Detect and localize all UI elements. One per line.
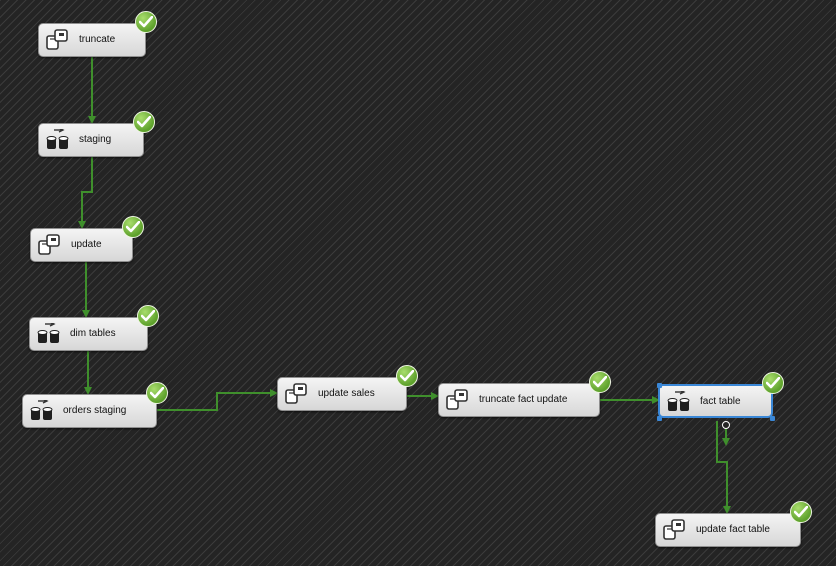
execute-sql-task-icon <box>46 29 70 51</box>
resize-handle[interactable] <box>770 416 775 421</box>
task-label: orders staging <box>63 405 127 416</box>
success-check-icon <box>790 501 812 523</box>
success-check-icon <box>135 11 157 33</box>
task-update-fact-table[interactable]: update fact table <box>655 513 801 547</box>
task-fact-table[interactable]: fact table <box>657 383 775 421</box>
resize-handle[interactable] <box>657 416 662 421</box>
resize-handle[interactable] <box>657 383 662 388</box>
task-orders-staging[interactable]: orders staging <box>22 394 157 428</box>
task-label: update fact table <box>696 524 770 535</box>
data-flow-task-icon <box>46 127 70 151</box>
task-label: update <box>71 239 102 250</box>
data-flow-task-icon <box>30 398 54 422</box>
task-label: dim tables <box>70 328 116 339</box>
execute-sql-task-icon <box>446 389 470 411</box>
task-staging[interactable]: staging <box>38 123 144 157</box>
task-dim-tables[interactable]: dim tables <box>29 317 148 351</box>
task-label: staging <box>79 134 112 145</box>
connector-anchor[interactable] <box>722 421 730 429</box>
new-constraint-arrow[interactable] <box>722 429 730 446</box>
task-label: update sales <box>318 388 375 399</box>
task-truncate-fact-update[interactable]: truncate fact update <box>438 383 600 417</box>
task-label: truncate <box>79 34 116 45</box>
success-check-icon <box>589 371 611 393</box>
constraint-staging-to-update[interactable] <box>78 157 93 229</box>
constraint-orders-staging-to-update-sales[interactable] <box>157 389 278 411</box>
success-check-icon <box>122 216 144 238</box>
execute-sql-task-icon <box>285 383 309 405</box>
success-check-icon <box>137 305 159 327</box>
data-flow-task-icon <box>667 389 691 413</box>
success-check-icon <box>146 382 168 404</box>
data-flow-task-icon <box>37 321 61 345</box>
task-truncate[interactable]: truncate <box>38 23 146 57</box>
constraint-fact-table-to-update-fact-table[interactable] <box>716 421 731 514</box>
task-update[interactable]: update <box>30 228 133 262</box>
task-label: truncate fact update <box>479 394 568 405</box>
execute-sql-task-icon <box>38 234 62 256</box>
task-update-sales[interactable]: update sales <box>277 377 407 411</box>
success-check-icon <box>396 365 418 387</box>
success-check-icon <box>133 111 155 133</box>
success-check-icon <box>762 372 784 394</box>
execute-sql-task-icon <box>663 519 687 541</box>
task-label: fact table <box>700 396 741 407</box>
